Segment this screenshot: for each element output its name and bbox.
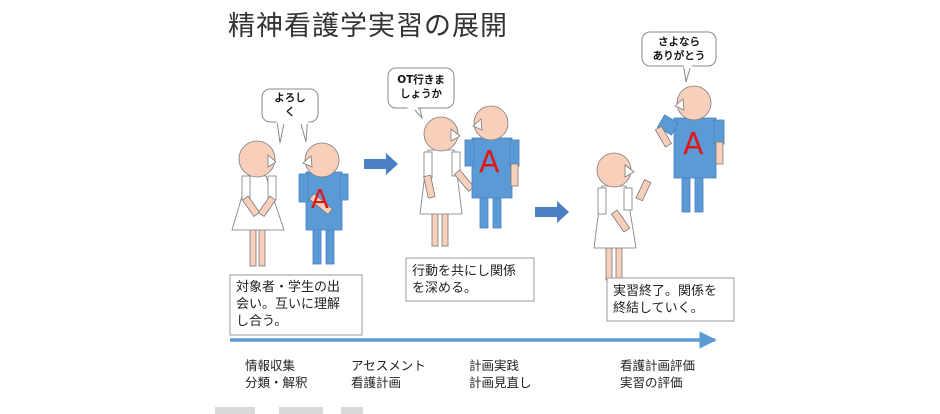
caption-meet: 対象者・学生の出 会い。互いに理解 し合う。 (236, 280, 341, 329)
cropped-footer-text (215, 407, 363, 414)
caption-end: 実習終了。関係を 終結していく。 (613, 284, 718, 316)
caption-box-together (405, 257, 535, 302)
speech-hello-text: よろし く (274, 92, 306, 118)
patient-figure-1 (298, 142, 349, 265)
phase-assessment: アセスメント 看護計画 (351, 358, 426, 390)
student-figure-1 (231, 140, 285, 267)
speech-bubble-ot (387, 67, 455, 120)
caption-box-meet (229, 274, 363, 336)
caption-together: 行動を共にし関係 を深める。 (412, 264, 517, 296)
caption-box-end (606, 277, 735, 322)
phase-implementation: 計画実践 計画見直し (469, 358, 532, 390)
speech-bye-text: さよなら ありがとう (652, 36, 706, 62)
patient-letter-1: A (311, 185, 329, 215)
speech-bubble-hello (261, 88, 319, 144)
patient-figure-3 (654, 85, 725, 213)
phase-info-gathering: 情報収集 分類・解釈 (245, 358, 308, 390)
patient-letter-3: A (683, 127, 704, 162)
patient-figure-2 (464, 105, 520, 229)
speech-bubble-bye (641, 31, 717, 83)
stage-arrow-1 (364, 153, 398, 175)
speech-ot-text: OT行きま しょうか (397, 74, 445, 100)
student-figure-2 (419, 116, 475, 247)
patient-letter-2: A (479, 145, 500, 180)
page-title: 精神看護学実習の展開 (228, 11, 508, 42)
student-figure-3 (593, 152, 652, 281)
phase-evaluation: 看護計画評価 実習の評価 (620, 358, 696, 390)
stage-arrow-2 (535, 201, 569, 223)
